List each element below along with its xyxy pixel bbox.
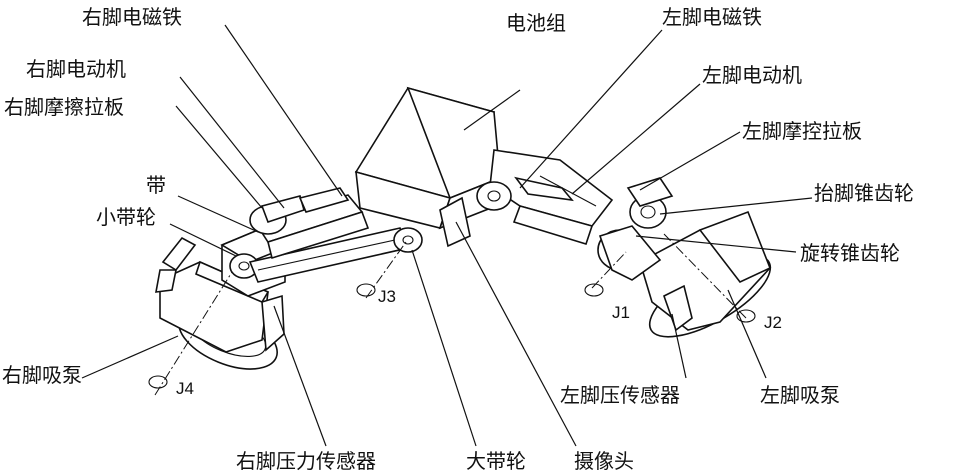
label-joint-j4: J4: [176, 379, 194, 398]
label-left-foot-electromagnet: 左脚电磁铁: [662, 5, 762, 29]
right-foot-electromagnet: [298, 187, 350, 213]
label-battery-pack: 电池组: [506, 11, 566, 35]
label-left-foot-suction-pump: 左脚吸泵: [760, 383, 840, 407]
label-left-foot-friction-plate: 左脚摩控拉板: [742, 119, 862, 143]
label-joint-j3: J3: [378, 287, 396, 306]
label-right-foot-electromagnet: 右脚电磁铁: [82, 5, 182, 29]
left-foot-friction-plate: [626, 177, 674, 207]
label-small-pulley: 小带轮: [96, 205, 156, 229]
label-right-foot-friction-plate: 右脚摩擦拉板: [4, 95, 124, 119]
left-foot-electromagnet: [514, 176, 574, 202]
text-labels: 右脚电磁铁 电池组 左脚电磁铁 右脚电动机 右脚摩擦拉板 左脚电动机 左脚摩控拉…: [2, 5, 914, 473]
left-foot-motor: [476, 181, 512, 211]
label-belt: 带: [146, 173, 166, 197]
left-foot-assembly: [584, 177, 772, 338]
label-large-pulley: 大带轮: [466, 449, 526, 473]
label-joint-j2: J2: [764, 313, 782, 332]
large-pulley: [393, 227, 423, 253]
battery-pack: [354, 86, 501, 248]
right-foot-assembly: [148, 229, 287, 396]
label-left-foot-motor: 左脚电动机: [702, 63, 802, 87]
label-camera: 摄像头: [574, 449, 634, 473]
right-leg-assembly: [248, 187, 423, 299]
label-lift-bevel-gear: 抬脚锥齿轮: [814, 181, 914, 205]
label-right-foot-motor: 右脚电动机: [26, 57, 126, 81]
leader-lines: [81, 24, 813, 447]
label-right-foot-suction-pump: 右脚吸泵: [2, 363, 82, 387]
label-rotate-bevel-gear: 旋转锥齿轮: [800, 241, 900, 265]
left-pressure-sensor: [663, 284, 693, 332]
label-left-pressure-sensor: 左脚压传感器: [560, 383, 680, 407]
left-leg-assembly: [476, 149, 614, 245]
label-right-foot-pressure-sensor: 右脚压力传感器: [236, 449, 376, 473]
label-joint-j1: J1: [612, 303, 630, 322]
